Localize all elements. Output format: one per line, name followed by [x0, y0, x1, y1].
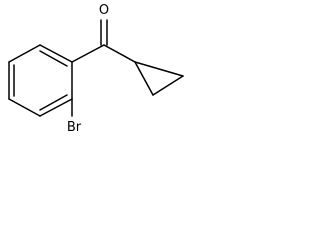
ring-inner-bond: [39, 50, 68, 67]
oxygen-atom-label: O: [99, 3, 109, 18]
ring-carbonyl-bond: [71, 44, 105, 63]
ring-bond: [39, 44, 73, 63]
ring-bond: [39, 98, 73, 117]
ring-inner-bond: [39, 94, 68, 111]
molecule-drawing: O Br: [8, 3, 184, 135]
cyclopropane-bond: [152, 75, 184, 96]
ring-bond: [8, 44, 41, 63]
cyclopropane-bond: [134, 61, 184, 77]
carbonyl-cyclopropyl-bond: [103, 44, 136, 63]
cyclopropane-bond: [134, 61, 154, 96]
structure-diagram: O Br: [0, 0, 187, 137]
bromine-atom-label: Br: [67, 120, 82, 135]
ring-bond: [8, 98, 41, 117]
